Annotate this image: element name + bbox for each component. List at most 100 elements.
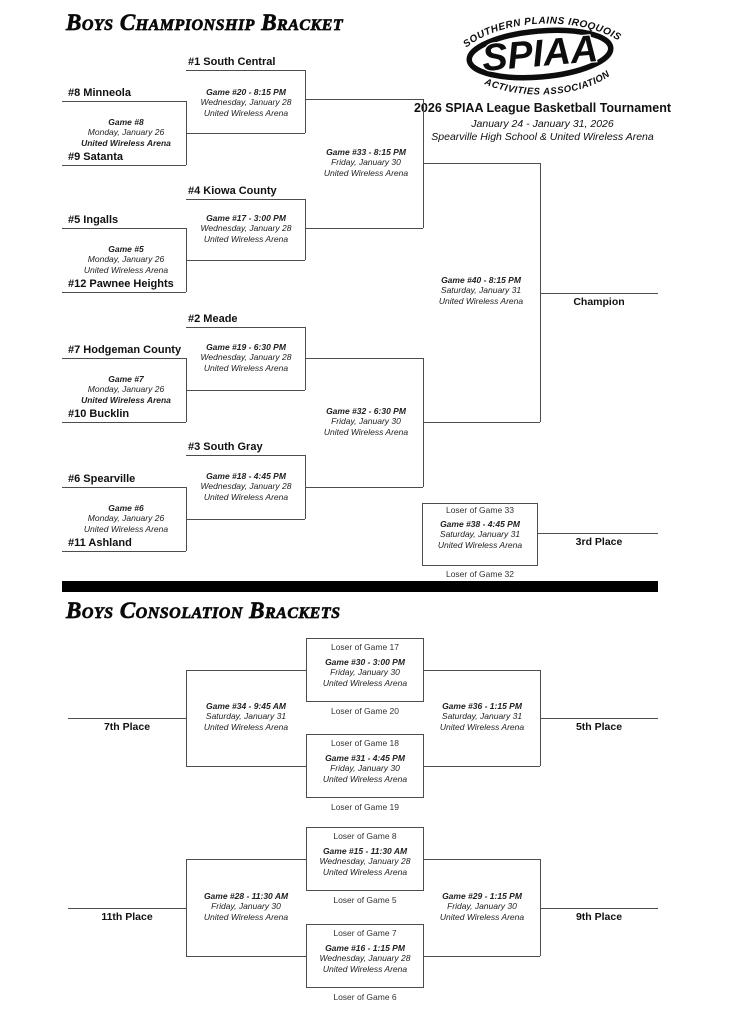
feeder-loser-20: Loser of Game 20 — [330, 706, 400, 716]
feeder-loser-6: Loser of Game 6 — [333, 992, 397, 1002]
game-date: Wednesday, January 28 — [200, 352, 292, 363]
feeder-loser-18: Loser of Game 18 — [330, 738, 400, 748]
game-title: Game #16 - 1:15 PM — [325, 943, 405, 953]
third-place-box — [422, 503, 538, 566]
fifth-place-label: 5th Place — [575, 721, 623, 733]
game-title: Game #36 - 1:15 PM — [442, 701, 522, 711]
game-title: Game #5 — [108, 244, 144, 254]
consolation-box-g31 — [306, 734, 424, 798]
team-ingalls: #5 Ingalls — [68, 214, 119, 226]
bracket-line — [424, 670, 540, 671]
tournament-info: 2026 SPIAA League Basketball Tournament … — [400, 101, 685, 143]
game-title: Game #38 - 4:45 PM — [440, 519, 520, 529]
consolation-box-g16 — [306, 924, 424, 988]
game-venue: United Wireless Arena — [203, 107, 289, 118]
team-pawnee-heights: #12 Pawnee Heights — [68, 278, 174, 290]
game-g36: Game #36 - 1:15 PM Saturday, January 31 … — [412, 701, 552, 732]
team-spearville: #6 Spearville — [68, 473, 136, 485]
bracket-line — [186, 133, 305, 134]
bracket-line — [305, 199, 306, 260]
bracket-line — [540, 293, 658, 294]
game-date: Monday, January 26 — [87, 127, 165, 138]
game-g32: Game #32 - 6:30 PM Friday, January 30 Un… — [296, 406, 436, 437]
bracket-line — [186, 670, 187, 766]
bracket-line — [540, 718, 658, 719]
bracket-line — [423, 358, 424, 487]
consolation-box-g15 — [306, 827, 424, 891]
bracket-line — [62, 358, 186, 359]
bracket-line — [62, 292, 186, 293]
feeder-loser-7: Loser of Game 7 — [333, 928, 397, 938]
bracket-line — [186, 228, 187, 292]
team-south-gray: #3 South Gray — [188, 441, 263, 453]
game-date: Wednesday, January 28 — [319, 953, 411, 964]
game-g38: Game #38 - 4:45 PM Saturday, January 31 … — [410, 519, 550, 550]
game-date: Friday, January 30 — [331, 157, 401, 168]
bracket-line — [68, 718, 186, 719]
bracket-line — [424, 859, 540, 860]
tournament-dates: January 24 - January 31, 2026 — [471, 118, 614, 130]
bracket-line — [186, 766, 306, 767]
bracket-line — [186, 956, 306, 957]
game-venue: United Wireless Arena — [83, 264, 169, 275]
bracket-line — [305, 70, 306, 133]
game-venue: United Wireless Arena — [437, 539, 523, 550]
game-date: Saturday, January 31 — [439, 529, 521, 540]
spiaa-logo: SOUTHERN PLAINS IROQUOIS SPIAA ACTIVITIE… — [461, 15, 622, 97]
game-date: Wednesday, January 28 — [200, 223, 292, 234]
game-venue: United Wireless Arena — [203, 491, 289, 502]
feeder-loser-5: Loser of Game 5 — [333, 895, 397, 905]
game-venue: United Wireless Arena — [323, 426, 409, 437]
game-venue: United Wireless Arena — [322, 866, 408, 877]
game-date: Wednesday, January 28 — [319, 856, 411, 867]
team-satanta: #9 Satanta — [68, 151, 124, 163]
bracket-line — [186, 670, 306, 671]
championship-title: Boys Championship Bracket — [66, 10, 344, 36]
game-venue: United Wireless Arena — [438, 295, 524, 306]
game-title: Game #28 - 11:30 AM — [203, 891, 289, 901]
feeder-loser-8: Loser of Game 8 — [333, 831, 397, 841]
game-g30: Game #30 - 3:00 PM Friday, January 30 Un… — [295, 657, 435, 688]
bracket-line — [186, 101, 187, 165]
game-date: Monday, January 26 — [87, 254, 165, 265]
champion-label: Champion — [573, 296, 625, 308]
game-date: Saturday, January 31 — [205, 711, 287, 722]
game-date: Friday, January 30 — [211, 901, 281, 912]
game-title: Game #15 - 11:30 AM — [322, 846, 408, 856]
bracket-line — [540, 908, 658, 909]
bracket-line — [423, 422, 540, 423]
game-g15: Game #15 - 11:30 AM Wednesday, January 2… — [295, 846, 435, 877]
game-venue: United Wireless Arena — [322, 963, 408, 974]
game-date: Monday, January 26 — [87, 384, 165, 395]
game-g34: Game #34 - 9:45 AM Saturday, January 31 … — [176, 701, 316, 732]
bracket-line — [540, 670, 541, 766]
game-venue: United Wireless Arena — [323, 167, 409, 178]
game-title: Game #20 - 8:15 PM — [206, 87, 286, 97]
game-venue: United Wireless Arena — [203, 362, 289, 373]
bracket-line — [62, 551, 186, 552]
bracket-line — [424, 766, 540, 767]
game-date: Friday, January 30 — [330, 667, 400, 678]
game-venue: United Wireless Arena — [203, 911, 289, 922]
ninth-place-label: 9th Place — [575, 911, 623, 923]
game-date: Wednesday, January 28 — [200, 481, 292, 492]
bracket-line — [62, 422, 186, 423]
bracket-line — [186, 487, 187, 551]
bracket-line — [68, 908, 186, 909]
game-g17: Game #17 - 3:00 PM Wednesday, January 28… — [176, 213, 316, 244]
game-date: Monday, January 26 — [87, 513, 165, 524]
game-date: Saturday, January 31 — [441, 711, 523, 722]
game-title: Game #34 - 9:45 AM — [206, 701, 286, 711]
bracket-line — [305, 358, 423, 359]
game-title: Game #29 - 1:15 PM — [442, 891, 522, 901]
bracket-line — [540, 859, 541, 956]
game-title: Game #33 - 8:15 PM — [326, 147, 406, 157]
bracket-line — [186, 327, 305, 328]
game-g6: Game #6 Monday, January 26 United Wirele… — [56, 503, 196, 534]
bracket-line — [62, 101, 186, 102]
game-title: Game #31 - 4:45 PM — [325, 753, 405, 763]
game-g19: Game #19 - 6:30 PM Wednesday, January 28… — [176, 342, 316, 373]
game-date: Friday, January 30 — [331, 416, 401, 427]
bracket-line — [62, 228, 186, 229]
